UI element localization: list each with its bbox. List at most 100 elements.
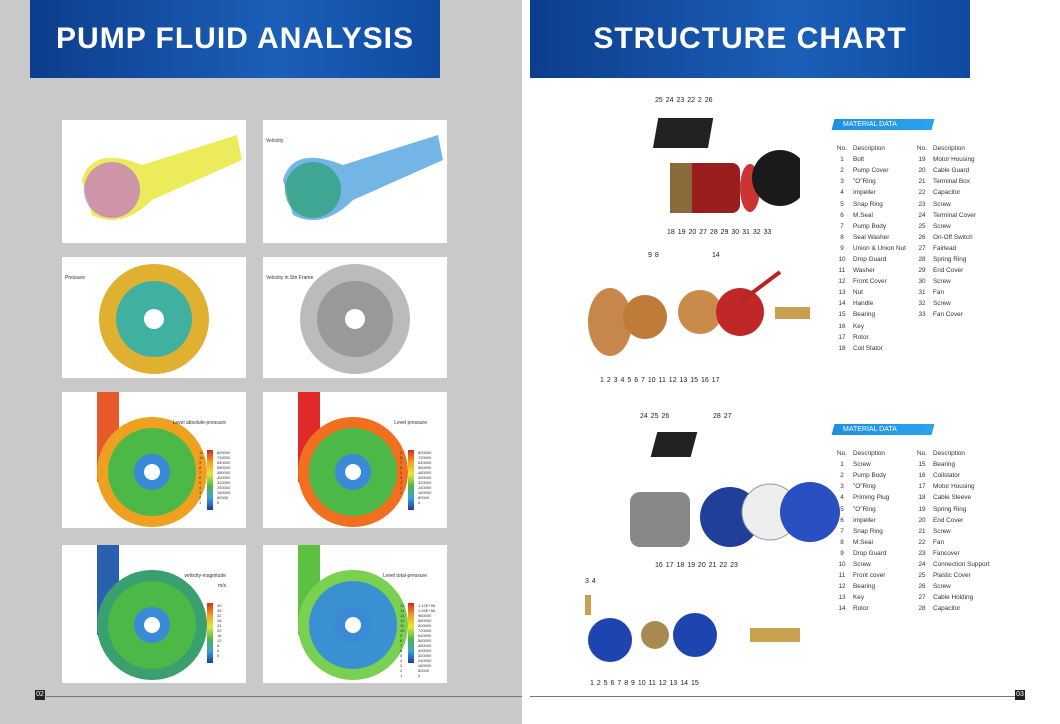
- legend-value: 0: [418, 673, 421, 678]
- part-description: End Cover: [933, 516, 964, 524]
- legend-level: 3: [400, 480, 403, 485]
- divider: [530, 696, 1015, 697]
- part-number: [913, 332, 931, 343]
- callout-numbers: 1 2 3 4 5 6 7 10 11 12 13 15 16 17: [600, 377, 720, 384]
- legend-value: 480000: [217, 470, 231, 475]
- legend-level: 13: [400, 613, 405, 618]
- part-description: Pump Cover: [853, 167, 889, 175]
- part-number: 3: [840, 483, 844, 491]
- legend-value: 640000: [418, 460, 432, 465]
- part-description: Coil Stator: [853, 344, 883, 352]
- legend-value: 960000: [418, 613, 432, 618]
- part-description: Plastic Cover: [933, 572, 971, 580]
- part-number: 16: [918, 472, 926, 480]
- part-description: [931, 321, 993, 332]
- legend-level: 4: [400, 658, 403, 663]
- part-description: "O"Ring: [853, 483, 876, 491]
- legend-value: 80000: [217, 495, 229, 500]
- part-number: [913, 343, 931, 354]
- part-description: Terminal Cover: [933, 211, 976, 219]
- part-description: Priming Plug: [853, 494, 890, 502]
- legend-value: 480000: [418, 643, 432, 648]
- part-number: 20: [918, 167, 926, 175]
- part-number: 12: [838, 278, 846, 286]
- part-number: 22: [918, 538, 926, 546]
- page-title: STRUCTURE CHART: [530, 0, 970, 78]
- callout-numbers: 9 8: [648, 252, 659, 259]
- column-header: No.: [837, 450, 847, 458]
- part-number: 6: [840, 211, 844, 219]
- part-description: Washer: [853, 267, 875, 275]
- legend-value: 720000: [418, 628, 432, 633]
- legend-level: 10: [400, 628, 405, 633]
- part-description: Pump Body: [853, 222, 887, 230]
- part-number: 15: [918, 461, 926, 469]
- figure-title: Level pressure: [394, 420, 427, 426]
- part-number: 32: [918, 300, 926, 308]
- part-number: 2: [840, 167, 844, 175]
- part-number: 1: [840, 461, 844, 469]
- part-description: Nut: [853, 289, 863, 297]
- part-number: 17: [918, 483, 926, 491]
- callout-numbers: 18 19 20 27 28 29 30 31 32 33: [667, 229, 772, 236]
- legend-level: 4: [400, 475, 403, 480]
- legend-level: 5: [400, 653, 403, 658]
- column-header: Description: [933, 450, 965, 458]
- part-description: Fan Cover: [933, 311, 963, 319]
- legend-level: 8: [400, 638, 403, 643]
- legend-value: 800000: [418, 623, 432, 628]
- part-description: Screw: [853, 560, 871, 568]
- legend-value: 80000: [418, 668, 430, 673]
- legend-value: 8: [217, 643, 220, 648]
- part-description: Fan: [933, 289, 945, 297]
- part-description: Capacitor: [933, 605, 961, 613]
- pump-exploded-diagram-1: [652, 118, 800, 213]
- cfd-figure: [62, 120, 246, 243]
- part-description: Handle: [853, 300, 874, 308]
- part-description: Capacitor: [933, 189, 961, 197]
- legend-level: 9: [199, 460, 202, 465]
- legend-value: 1.12E+06: [418, 603, 436, 608]
- part-number: 21: [918, 178, 926, 186]
- part-description: Front Cover: [853, 278, 887, 286]
- legend-level: 8: [199, 465, 202, 470]
- legend-value: 0: [418, 500, 421, 505]
- legend-level: 1: [400, 673, 403, 678]
- part-description: Snap Ring: [853, 200, 883, 208]
- legend-value: 40: [217, 603, 222, 608]
- legend-level: 6: [400, 648, 403, 653]
- part-number: 7: [840, 527, 844, 535]
- legend-level: 7: [400, 460, 403, 465]
- part-number: 26: [918, 583, 926, 591]
- legend-value: 240000: [418, 485, 432, 490]
- legend-value: 560000: [217, 465, 231, 470]
- part-description: Screw: [933, 222, 951, 230]
- part-number: 23: [918, 200, 926, 208]
- column-header: Description: [933, 145, 965, 153]
- part-number: 16: [838, 322, 846, 330]
- part-description: Bearing: [853, 311, 876, 319]
- part-number: 9: [840, 549, 844, 557]
- figure-title: Velocity: [266, 138, 284, 144]
- part-number: 33: [918, 311, 926, 319]
- part-description: M.Seal: [853, 538, 873, 546]
- legend-value: 28: [217, 618, 222, 623]
- part-number: 10: [838, 560, 846, 568]
- part-number: 27: [918, 594, 926, 602]
- section-heading: MATERIAL DATA: [831, 119, 935, 130]
- pump-exploded-diagram-4: [585, 595, 800, 662]
- part-description: Motor Housing: [933, 156, 975, 164]
- legend-value: 12: [217, 638, 222, 643]
- part-description: Union & Union Nut: [853, 244, 906, 252]
